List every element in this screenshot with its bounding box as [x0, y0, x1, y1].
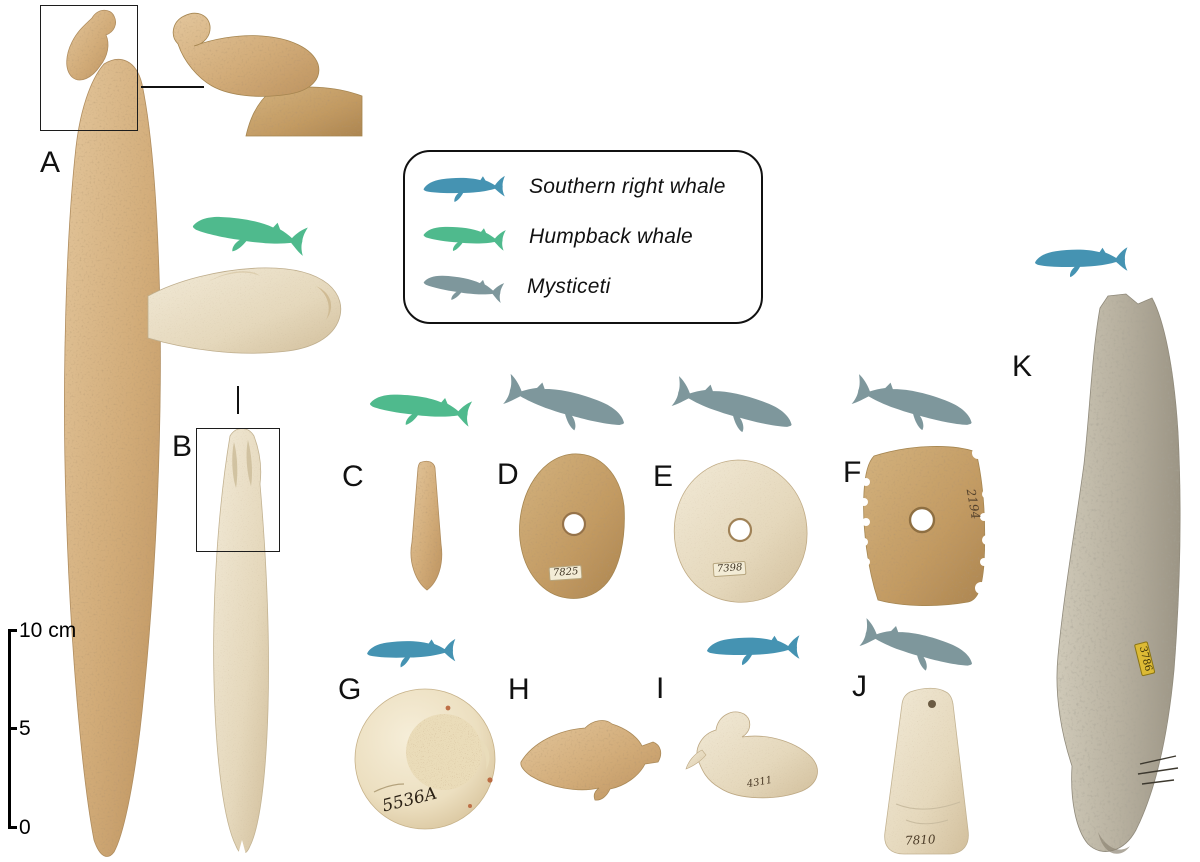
artifact-a-bone-tool — [64, 9, 161, 857]
humpback-whale-icon — [367, 387, 473, 434]
specimen-number-d: 7825 — [548, 564, 583, 582]
specimen-number-j: 7810 — [904, 832, 936, 848]
rib-cut-marks — [1137, 755, 1179, 785]
scale-label-0: 0 — [19, 816, 31, 839]
artifact-d-perforated-disc — [519, 453, 625, 599]
specimen-number-e: 7398 — [712, 560, 747, 578]
detail-box-a — [40, 5, 138, 131]
mysticeti-whale-icon — [501, 373, 629, 442]
scale-tick-bottom — [8, 826, 17, 829]
legend-label-mysticeti: Mysticeti — [527, 275, 611, 298]
mysticeti-whale-icon — [669, 376, 797, 444]
mysticeti-whale-icon — [857, 618, 977, 682]
legend-row-humpback-whale: Humpback whale — [421, 217, 745, 257]
panel-label-i: I — [656, 672, 665, 705]
mysticeti-whale-icon — [421, 269, 505, 309]
panel-label-c: C — [342, 460, 364, 493]
disc-hole — [561, 511, 587, 537]
humpback-whale-icon — [422, 221, 506, 257]
artifact-f-perforated-plaque — [860, 446, 992, 607]
southern-right-whale-icon — [1035, 247, 1128, 278]
artifact-e-perforated-disc — [673, 459, 808, 603]
pendant-cracks — [895, 801, 961, 825]
legend-row-mysticeti: Mysticeti — [421, 267, 745, 309]
pendant-hole — [928, 700, 936, 708]
panel-label-a: A — [40, 146, 61, 179]
panel-label-j: J — [852, 670, 867, 703]
artifact-b-bone-tool — [213, 428, 269, 862]
panel-label-g: G — [338, 673, 362, 706]
detail-connector-a — [141, 86, 204, 88]
scale-label-5: 5 — [19, 717, 31, 740]
scale-tick-top — [8, 629, 17, 632]
disc-hole — [727, 517, 753, 543]
artifact-k-rib-bone — [1056, 293, 1181, 854]
detail-box-b — [196, 428, 280, 552]
species-legend: Southern right whale Humpback whale Myst… — [403, 150, 763, 324]
legend-row-southern-right-whale: Southern right whale — [421, 167, 745, 207]
scale-label-10cm: 10 cm — [19, 619, 77, 642]
southern-right-whale-icon — [707, 635, 800, 666]
artifact-i-bird-figurine — [685, 711, 818, 799]
plaque-hole — [908, 506, 936, 534]
artifact-j-pendant — [884, 687, 969, 855]
southern-right-whale-icon — [423, 175, 505, 203]
panel-label-d: D — [497, 458, 519, 491]
artifact-c-point — [410, 460, 443, 591]
panel-label-h: H — [508, 673, 530, 706]
southern-right-whale-icon — [367, 638, 456, 668]
mysticeti-whale-icon — [849, 374, 977, 442]
panel-label-b: B — [172, 430, 193, 463]
artifact-a-detail-inset — [172, 12, 363, 137]
plaque-edge-notches — [860, 447, 992, 594]
panel-label-k: K — [1012, 350, 1033, 383]
legend-label-southern-right-whale: Southern right whale — [529, 175, 726, 198]
artifact-h-fish-figurine — [520, 720, 662, 801]
artifact-b-detail-inset — [147, 267, 342, 354]
panel-label-e: E — [653, 460, 674, 493]
detail-connector-b — [237, 386, 239, 414]
legend-label-humpback-whale: Humpback whale — [529, 225, 693, 248]
scale-tick-mid — [8, 727, 17, 730]
panel-label-f: F — [843, 456, 862, 489]
artifact-g-bone-ball — [354, 688, 496, 830]
